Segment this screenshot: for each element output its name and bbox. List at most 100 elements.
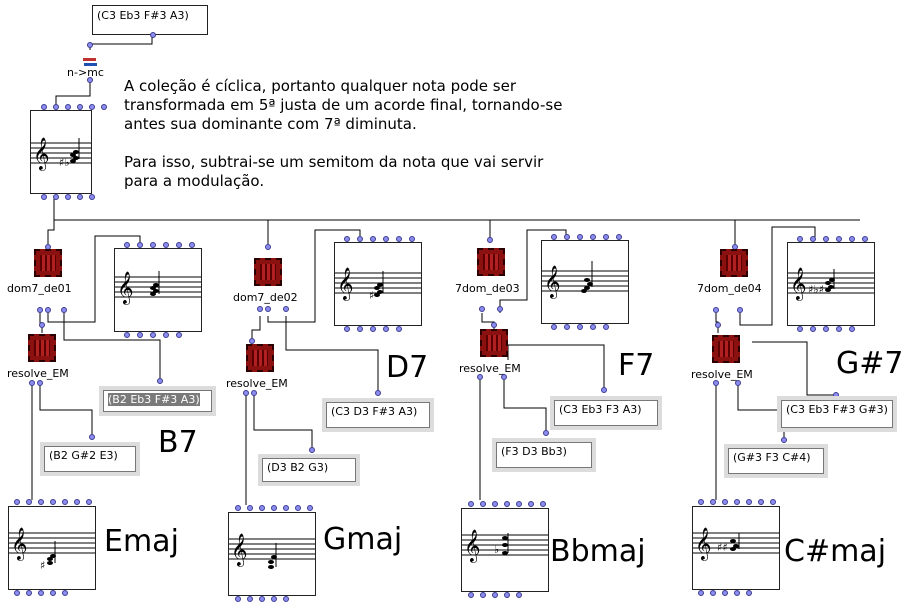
dom-chord-box[interactable]: (C3 Eb3 F3 A3) xyxy=(550,396,662,430)
inlet-dot[interactable] xyxy=(781,437,787,443)
inlet-dot[interactable] xyxy=(251,390,257,396)
inlet-dot[interactable] xyxy=(357,326,363,332)
dom-score-box[interactable]: 𝄞 xyxy=(541,240,629,324)
inlet-dot[interactable] xyxy=(38,590,44,596)
dom-chord-box[interactable]: (C3 D3 F#3 A3) xyxy=(322,398,434,432)
inlet-dot[interactable] xyxy=(41,104,47,110)
inlet-dot[interactable] xyxy=(601,387,607,393)
dom-chord-box[interactable]: (C3 Eb3 F#3 G#3) xyxy=(777,396,897,432)
inlet-dot[interactable] xyxy=(265,244,271,250)
inlet-dot[interactable] xyxy=(37,380,43,386)
res-score-box[interactable]: 𝄞 ♭ xyxy=(461,508,549,592)
inlet-dot[interactable] xyxy=(189,242,195,248)
inlet-dot[interactable] xyxy=(137,242,143,248)
inlet-dot[interactable] xyxy=(823,326,829,332)
inlet-dot[interactable] xyxy=(734,590,740,596)
inlet-dot[interactable] xyxy=(38,499,44,505)
inlet-dot[interactable] xyxy=(344,236,350,242)
inlet-dot[interactable] xyxy=(150,242,156,248)
inlet-dot[interactable] xyxy=(74,499,80,505)
inlet-dot[interactable] xyxy=(540,501,546,507)
res-chord-box[interactable]: (G#3 F3 C#4) xyxy=(724,444,828,478)
inlet-dot[interactable] xyxy=(375,390,381,396)
inlet-dot[interactable] xyxy=(235,505,241,511)
inlet-dot[interactable] xyxy=(698,499,704,505)
inlet-dot[interactable] xyxy=(163,332,169,338)
inlet-dot[interactable] xyxy=(836,236,842,242)
inlet-dot[interactable] xyxy=(497,306,503,312)
resolve-chip-icon[interactable] xyxy=(28,334,56,362)
inlet-dot[interactable] xyxy=(257,306,263,312)
inlet-dot[interactable] xyxy=(26,499,32,505)
inlet-dot[interactable] xyxy=(603,234,609,240)
inlet-dot[interactable] xyxy=(590,324,596,330)
inlet-dot[interactable] xyxy=(577,234,583,240)
inlet-dot[interactable] xyxy=(29,380,35,386)
inlet-dot[interactable] xyxy=(468,592,474,598)
inlet-dot[interactable] xyxy=(283,505,289,511)
inlet-dot[interactable] xyxy=(735,380,741,386)
outlet-dot[interactable] xyxy=(87,77,93,83)
res-score-box[interactable]: 𝄞 xyxy=(228,512,316,596)
inlet-dot[interactable] xyxy=(62,590,68,596)
inlet-dot[interactable] xyxy=(713,307,719,313)
inlet-dot[interactable] xyxy=(249,338,255,344)
inlet-dot[interactable] xyxy=(528,501,534,507)
inlet-dot[interactable] xyxy=(14,590,20,596)
inlet-dot[interactable] xyxy=(87,42,93,48)
res-chord-box[interactable]: (B2 G#2 E3) xyxy=(40,442,140,476)
dom7-chip-icon[interactable] xyxy=(254,258,282,286)
inlet-dot[interactable] xyxy=(564,234,570,240)
inlet-dot[interactable] xyxy=(746,590,752,596)
inlet-dot[interactable] xyxy=(836,326,842,332)
inlet-dot[interactable] xyxy=(265,306,271,312)
inlet-dot[interactable] xyxy=(37,307,43,313)
inlet-dot[interactable] xyxy=(124,242,130,248)
inlet-dot[interactable] xyxy=(157,378,163,384)
inlet-dot[interactable] xyxy=(50,499,56,505)
inlet-dot[interactable] xyxy=(53,194,59,200)
inlet-dot[interactable] xyxy=(283,596,289,602)
resolve-chip-icon[interactable] xyxy=(480,329,508,357)
inlet-dot[interactable] xyxy=(551,324,557,330)
inlet-dot[interactable] xyxy=(504,501,510,507)
inlet-dot[interactable] xyxy=(124,332,130,338)
inlet-dot[interactable] xyxy=(479,306,485,312)
inlet-dot[interactable] xyxy=(89,194,95,200)
n-mc-icon[interactable] xyxy=(82,52,98,66)
inlet-dot[interactable] xyxy=(770,499,776,505)
inlet-dot[interactable] xyxy=(480,501,486,507)
inlet-dot[interactable] xyxy=(295,505,301,511)
dom-score-box[interactable]: 𝄞 xyxy=(114,248,202,332)
dom7-chip-icon[interactable] xyxy=(477,248,505,276)
inlet-dot[interactable] xyxy=(39,322,45,328)
inlet-dot[interactable] xyxy=(492,501,498,507)
inlet-dot[interactable] xyxy=(77,194,83,200)
inlet-dot[interactable] xyxy=(396,236,402,242)
inlet-dot[interactable] xyxy=(516,592,522,598)
inlet-dot[interactable] xyxy=(65,104,71,110)
inlet-dot[interactable] xyxy=(797,326,803,332)
chord-score-box[interactable]: 𝄞 ♯♭ xyxy=(30,110,92,194)
inlet-dot[interactable] xyxy=(259,596,265,602)
res-score-box[interactable]: 𝄞 ♯♯ xyxy=(692,506,780,590)
inlet-dot[interactable] xyxy=(309,447,315,453)
inlet-dot[interactable] xyxy=(41,194,47,200)
inlet-dot[interactable] xyxy=(271,505,277,511)
inlet-dot[interactable] xyxy=(89,104,95,110)
inlet-dot[interactable] xyxy=(370,326,376,332)
inlet-dot[interactable] xyxy=(468,501,474,507)
inlet-dot[interactable] xyxy=(501,374,507,380)
inlet-dot[interactable] xyxy=(722,499,728,505)
inlet-dot[interactable] xyxy=(383,236,389,242)
inlet-dot[interactable] xyxy=(823,236,829,242)
resolve-chip-icon[interactable] xyxy=(712,335,740,363)
inlet-dot[interactable] xyxy=(797,236,803,242)
inlet-dot[interactable] xyxy=(271,596,277,602)
inlet-dot[interactable] xyxy=(396,326,402,332)
dom-score-box[interactable]: 𝄞 ♯ xyxy=(334,242,422,326)
res-score-box[interactable]: 𝄞 ♯ xyxy=(8,506,96,590)
inlet-dot[interactable] xyxy=(710,499,716,505)
inlet-dot[interactable] xyxy=(713,380,719,386)
inlet-dot[interactable] xyxy=(86,499,92,505)
